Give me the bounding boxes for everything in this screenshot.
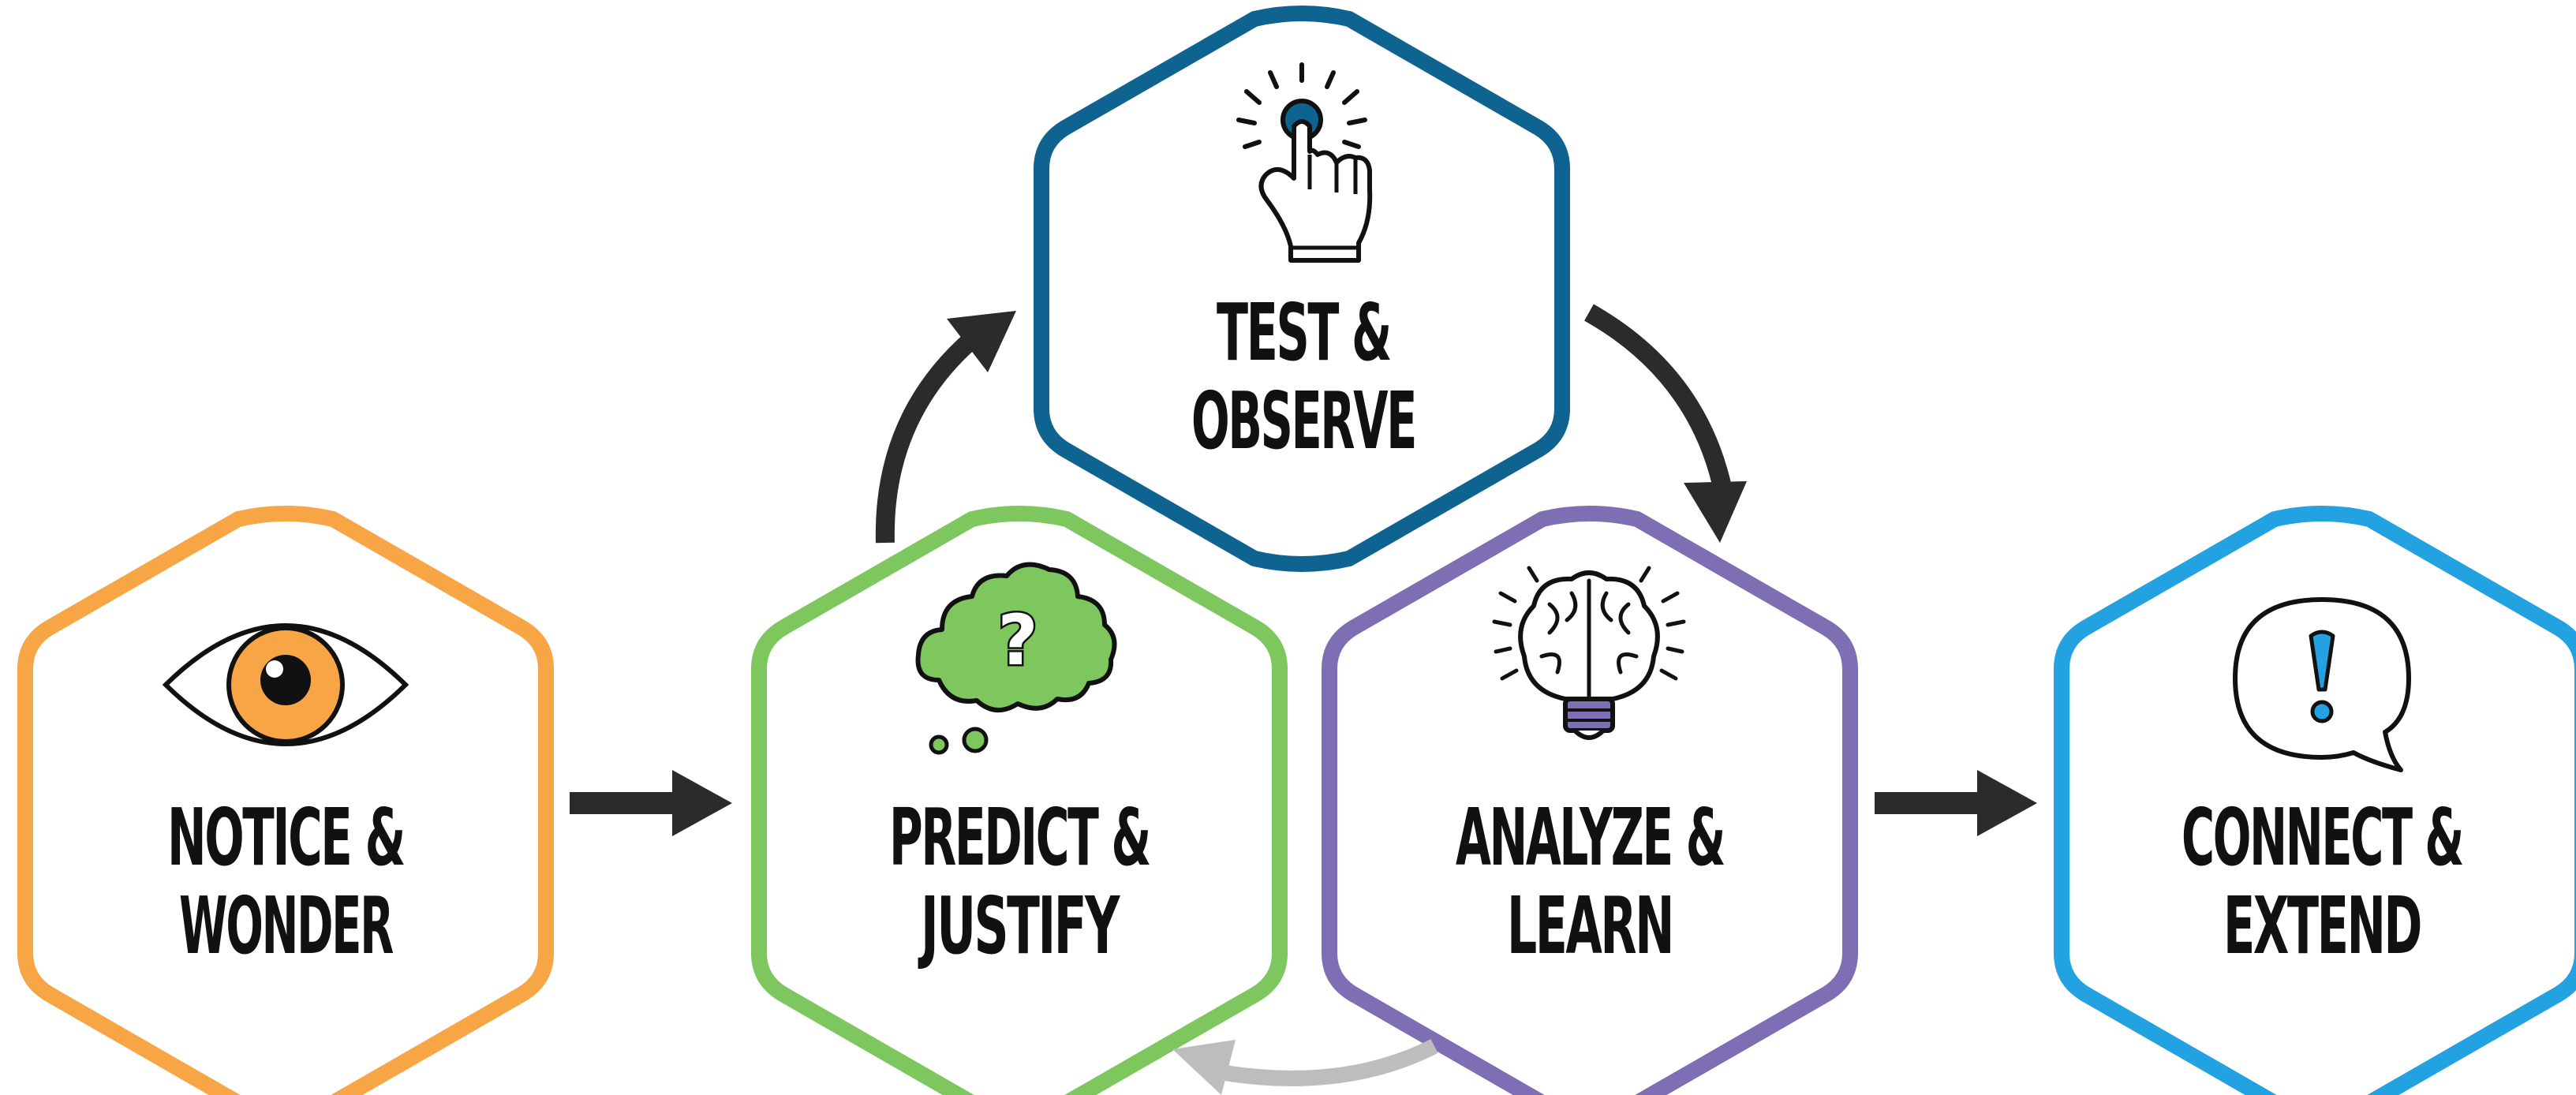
step-labels: NOTICE & WONDER PREDICT & JUSTIFY TEST &… <box>167 286 2466 972</box>
arrow-notice-to-predict <box>570 770 732 836</box>
hexagon-test-outline <box>1034 6 1570 572</box>
label-analyze-line1: ANALYZE & <box>1456 791 1724 884</box>
thought-bubble-question-icon: ? <box>915 562 1117 755</box>
arrow-test-to-analyze <box>1584 304 1747 543</box>
label-notice-line2: WONDER <box>179 880 393 972</box>
pointing-hand-icon <box>1236 62 1373 263</box>
eye-icon <box>162 623 409 746</box>
hexagons <box>17 6 2576 1095</box>
label-predict-line2: JUSTIFY <box>918 880 1120 972</box>
label-connect-line1: CONNECT & <box>2182 791 2462 884</box>
arrow-analyze-to-predict-return <box>1172 1039 1438 1095</box>
arrow-analyze-to-connect <box>1875 770 2037 836</box>
hexagon-predict-outline <box>751 506 1288 1095</box>
label-predict-line1: PREDICT & <box>889 791 1150 884</box>
hexagon-connect-outline <box>2054 506 2576 1095</box>
svg-text:?: ? <box>997 600 1038 681</box>
label-notice-line1: NOTICE & <box>167 791 404 884</box>
arrow-predict-to-test <box>875 311 1016 544</box>
flow-arrows <box>570 304 2037 1095</box>
speech-bubble-exclamation-icon <box>2233 597 2411 772</box>
label-test-line1: TEST & <box>1217 286 1390 379</box>
brain-lightbulb-icon <box>1492 566 1686 740</box>
hexagon-analyze-outline <box>1322 506 1858 1095</box>
label-connect-line2: EXTEND <box>2223 880 2421 972</box>
hexagon-notice-outline <box>17 506 554 1095</box>
label-test-line2: OBSERVE <box>1191 375 1415 467</box>
label-analyze-line2: LEARN <box>1507 880 1673 972</box>
